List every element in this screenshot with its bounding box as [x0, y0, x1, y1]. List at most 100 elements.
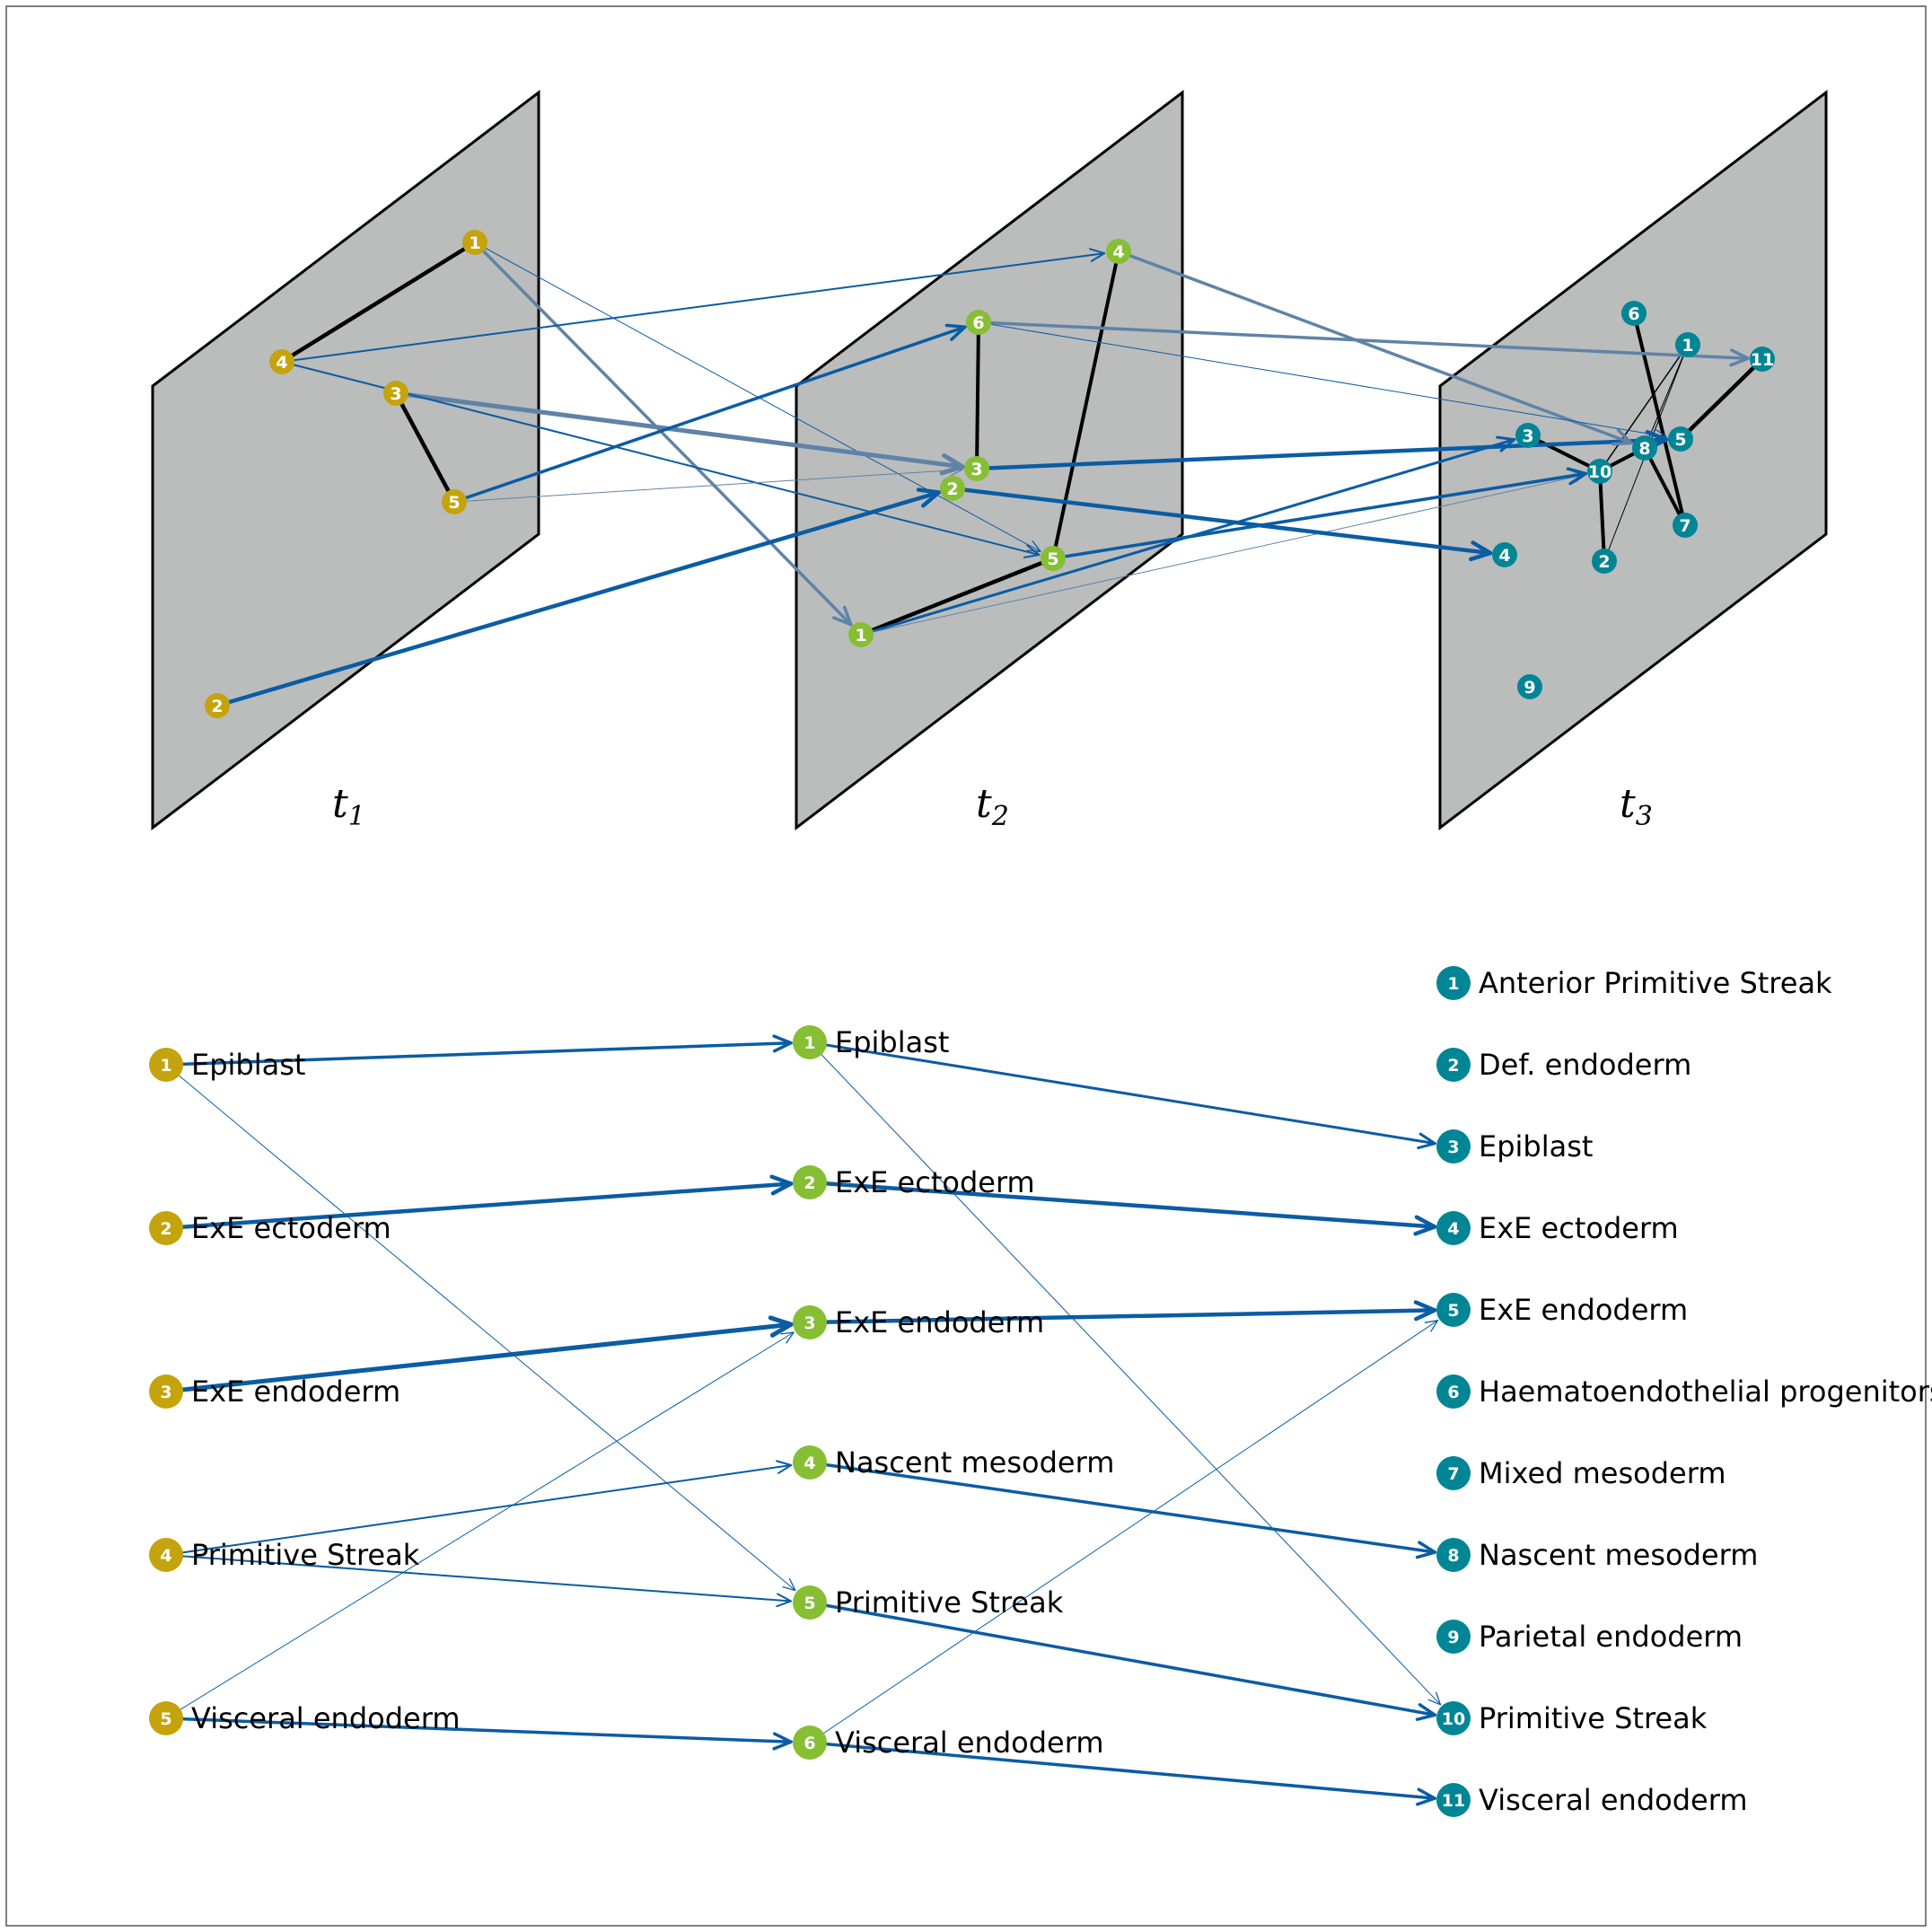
flow-arrow-t1-4-t2-5 — [165, 1554, 793, 1608]
flow-arrow-t1-2-t2-2 — [163, 1174, 794, 1231]
plane-node-number: 2 — [1598, 552, 1610, 572]
flow-node-number: 2 — [1447, 1056, 1459, 1076]
cell-type-label: Def. endoderm — [1479, 1048, 1691, 1082]
plane-node-t3-4: 4 — [1492, 542, 1517, 567]
flow-node-number: 2 — [160, 1219, 171, 1239]
plane-node-t2-6: 6 — [966, 310, 991, 335]
plane-node-t1-5: 5 — [442, 489, 467, 514]
cell-type-label: Epiblast — [1479, 1129, 1593, 1164]
plane-arrow-t1-5-t2-6 — [452, 323, 967, 504]
plane-node-number: 5 — [448, 493, 460, 513]
flow-node-number: 3 — [160, 1383, 171, 1402]
cell-type-label: ExE endoderm — [1479, 1293, 1688, 1327]
plane-node-t3-5: 5 — [1668, 426, 1693, 452]
plane-node-t3-7: 7 — [1673, 513, 1698, 538]
plane-arrow-t1-4-t2-4 — [281, 248, 1106, 363]
plane-node-t1-3: 3 — [383, 381, 408, 406]
flow-node-number: 6 — [804, 1734, 815, 1753]
cell-type-label: Parietal endoderm — [1479, 1620, 1743, 1654]
flow-arrow-t2-2-t3-4 — [807, 1180, 1437, 1236]
edge-t2-1-5 — [858, 556, 1056, 637]
plane-arrow-t2-5-t3-10 — [1051, 467, 1587, 560]
cell-type-label: ExE endoderm — [835, 1305, 1044, 1339]
flow-node-t2-5: 5 Primitive Streak — [793, 1585, 1064, 1620]
plane-node-number: 9 — [1524, 678, 1535, 698]
plane-arrow-t2-4-t3-8 — [1117, 250, 1633, 446]
flow-node-number: 5 — [804, 1594, 815, 1613]
plane-node-number: 5 — [1674, 430, 1686, 450]
plane-arrow-t1-3-t2-3 — [393, 391, 965, 476]
plane-node-t1-4: 4 — [269, 349, 294, 374]
flow-node-number: 10 — [1442, 1709, 1465, 1729]
cell-type-label: Primitive Streak — [835, 1585, 1064, 1620]
flow-node-t3-6: 6 Haematoendothelial progenitors — [1436, 1374, 1932, 1409]
cell-type-label: ExE ectoderm — [1479, 1211, 1679, 1245]
flow-node-number: 8 — [1447, 1546, 1459, 1566]
edge-t1-3-5 — [393, 391, 457, 505]
plane-node-number: 7 — [1679, 516, 1690, 536]
plane-node-t3-9: 9 — [1517, 674, 1542, 699]
plane-node-number: 4 — [1112, 242, 1124, 262]
plane-node-t3-11: 11 — [1750, 347, 1775, 372]
cell-type-label: Nascent mesoderm — [1479, 1538, 1758, 1572]
cell-type-label: ExE endoderm — [191, 1374, 400, 1409]
flow-arrow-t2-6-t3-5 — [809, 1320, 1439, 1743]
plane-node-t3-2: 2 — [1592, 549, 1617, 574]
flow-node-t2-2: 2 ExE ectoderm — [793, 1165, 1035, 1199]
plane-arrow-t1-1-t2-1 — [473, 241, 853, 627]
plane-node-number: 2 — [946, 479, 958, 499]
flow-arrow-t1-1-t2-1 — [164, 1034, 793, 1067]
planes-transition-arrows — [215, 241, 1750, 708]
cell-type-label: ExE ectoderm — [835, 1165, 1035, 1199]
flow-node-number: 5 — [160, 1709, 171, 1729]
plane-node-number: 10 — [1588, 462, 1611, 482]
time-planes — [151, 89, 1828, 831]
plane-node-t3-8: 8 — [1632, 435, 1657, 461]
plane-node-number: 6 — [972, 313, 984, 333]
plane-node-t2-1: 1 — [848, 622, 874, 647]
plane-node-t3-10: 10 — [1587, 459, 1612, 484]
cell-type-label: Anterior Primitive Streak — [1479, 966, 1832, 1000]
cell-type-label: Epiblast — [191, 1048, 305, 1082]
flow-arrow-t2-5-t3-10 — [808, 1601, 1437, 1721]
plane-node-t3-3: 3 — [1515, 423, 1541, 448]
flow-node-number: 2 — [804, 1173, 815, 1193]
flow-node-number: 1 — [804, 1033, 815, 1053]
flow-node-number: 1 — [1447, 974, 1459, 994]
cell-type-label: Haematoendothelial progenitors — [1479, 1374, 1932, 1409]
flow-arrow-t1-3-t2-3 — [163, 1315, 794, 1394]
flow-arrow-t1-5-t2-3 — [165, 1331, 795, 1719]
flow-arrow-t2-1-t3-3 — [808, 1041, 1436, 1150]
plane-arrow-t2-6-t3-5 — [978, 321, 1667, 441]
time-plane-t3 — [1438, 89, 1828, 831]
edge-t3-8-7 — [1643, 446, 1687, 527]
flow-node-number: 6 — [1447, 1383, 1459, 1402]
plane-node-t3-1: 1 — [1675, 332, 1700, 357]
plane-node-number: 1 — [855, 626, 866, 645]
plane-node-t1-2: 2 — [205, 693, 230, 718]
flow-arrow-t2-6-t3-11 — [808, 1741, 1436, 1806]
flow-arrow-t1-1-t2-5 — [165, 1064, 796, 1592]
plane-node-number: 11 — [1751, 350, 1774, 370]
flow-node-t1-1: 1 Epiblast — [149, 1048, 305, 1082]
edge-t1-1-4 — [279, 240, 478, 364]
within-time-edges — [279, 240, 1765, 637]
flow-node-t1-3: 3 ExE endoderm — [149, 1374, 400, 1409]
plane-node-number: 3 — [1522, 426, 1533, 446]
flow-node-number: 4 — [804, 1453, 815, 1473]
flow-node-number: 1 — [160, 1056, 171, 1076]
cell-type-label: Mixed mesoderm — [1479, 1456, 1726, 1490]
